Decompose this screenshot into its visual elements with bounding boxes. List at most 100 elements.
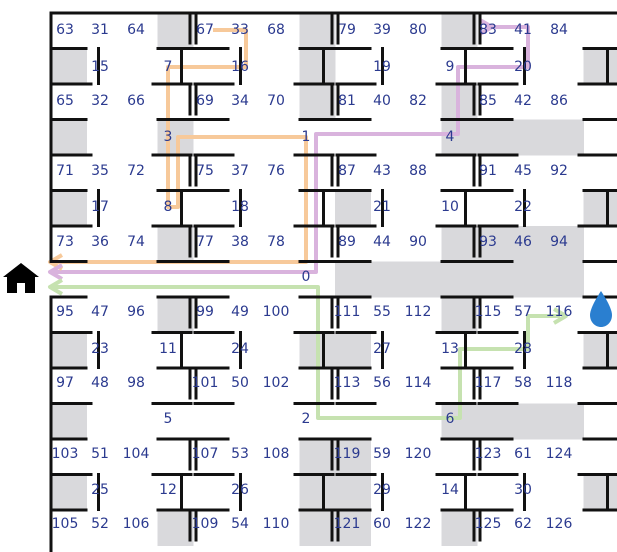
blocked-cell — [477, 119, 513, 156]
cell-label: 51 — [91, 446, 109, 462]
cell-label: 40 — [373, 93, 391, 109]
blocked-cell — [548, 226, 584, 262]
cell-label: 25 — [91, 482, 109, 498]
cell-label: 43 — [373, 163, 391, 179]
blocked-cell — [157, 226, 194, 262]
blocked-cell — [512, 403, 549, 440]
blocked-cell — [299, 510, 336, 546]
cell-label: 92 — [550, 163, 568, 179]
cell-label: 76 — [267, 163, 285, 179]
cell-label: 57 — [514, 304, 532, 320]
cell-label: 114 — [405, 375, 432, 391]
cell-label: 37 — [231, 163, 249, 179]
cell-label: 94 — [550, 234, 568, 250]
blocked-cell — [335, 190, 371, 227]
cell-label: 62 — [514, 516, 532, 532]
cell-label: 74 — [127, 234, 145, 250]
cell-label: 47 — [91, 304, 109, 320]
cell-label: 50 — [231, 375, 249, 391]
cell-label: 29 — [373, 482, 391, 498]
cell-label: 5 — [164, 411, 173, 427]
blocked-cell — [335, 261, 371, 298]
cell-label: 75 — [196, 163, 214, 179]
cell-label: 117 — [475, 375, 502, 391]
cell-label: 18 — [231, 199, 249, 215]
cell-label: 41 — [514, 22, 532, 38]
blocked-cell — [299, 13, 336, 49]
cell-label: 12 — [159, 482, 177, 498]
cell-label: 84 — [550, 22, 568, 38]
blocked-cell — [157, 510, 194, 546]
cell-label: 65 — [56, 93, 74, 109]
blocked-cell — [335, 332, 371, 369]
blocked-cell — [51, 474, 87, 511]
cell-label: 28 — [514, 341, 532, 357]
cell-label: 13 — [441, 341, 459, 357]
cell-label: 77 — [196, 234, 214, 250]
arrow-head-purple — [48, 263, 64, 281]
cell-label: 70 — [267, 93, 285, 109]
cell-label: 32 — [91, 93, 109, 109]
cell-label: 36 — [91, 234, 109, 250]
blocked-cell — [157, 13, 194, 49]
blocked-cell — [51, 119, 87, 156]
blocked-cell — [441, 297, 478, 333]
blocked-cell — [51, 48, 87, 85]
blocked-cell — [512, 226, 549, 262]
cell-label: 96 — [127, 304, 145, 320]
cell-label: 56 — [373, 375, 391, 391]
cell-label: 99 — [196, 304, 214, 320]
cell-label: 7 — [164, 59, 173, 75]
blocked-cell — [299, 439, 336, 475]
cell-label: 102 — [263, 375, 290, 391]
blocked-cell — [548, 261, 584, 298]
blocked-cell — [299, 48, 336, 85]
cell-label: 118 — [546, 375, 573, 391]
blocked-cell — [441, 226, 478, 262]
icons — [3, 263, 612, 327]
cell-label: 110 — [263, 516, 290, 532]
cell-label: 0 — [302, 269, 311, 285]
cell-label: 124 — [546, 446, 573, 462]
cell-label: 24 — [231, 341, 249, 357]
cell-label: 17 — [91, 199, 109, 215]
maze-walls — [49, 11, 617, 552]
cell-label: 71 — [56, 163, 74, 179]
cell-label: 4 — [446, 129, 455, 145]
cell-label: 67 — [196, 22, 214, 38]
cell-label: 121 — [334, 516, 361, 532]
blocked-cell — [335, 510, 371, 546]
cell-label: 88 — [409, 163, 427, 179]
cell-label: 59 — [373, 446, 391, 462]
blocked-cell — [299, 474, 336, 511]
cell-label: 106 — [123, 516, 150, 532]
cell-label: 55 — [373, 304, 391, 320]
cell-label: 11 — [159, 341, 177, 357]
cell-label: 34 — [231, 93, 249, 109]
cell-label: 89 — [338, 234, 356, 250]
blocked-cell — [406, 261, 442, 298]
cell-label: 3 — [164, 129, 173, 145]
blocked-cell — [157, 297, 194, 333]
blocked-cell — [583, 474, 617, 511]
route-path-orange — [52, 28, 308, 264]
cell-label: 80 — [409, 22, 427, 38]
cell-label: 81 — [338, 93, 356, 109]
cell-label: 60 — [373, 516, 391, 532]
cell-label: 115 — [475, 304, 502, 320]
cell-label: 108 — [263, 446, 290, 462]
cell-label: 44 — [373, 234, 391, 250]
cell-label: 58 — [514, 375, 532, 391]
blocked-cell — [335, 474, 371, 511]
cell-label: 78 — [267, 234, 285, 250]
cell-label: 22 — [514, 199, 532, 215]
cell-label: 86 — [550, 93, 568, 109]
cell-label: 54 — [231, 516, 249, 532]
cell-label: 122 — [405, 516, 432, 532]
blocked-cell — [335, 439, 371, 475]
cell-label: 48 — [91, 375, 109, 391]
blocked-cell — [512, 119, 549, 156]
